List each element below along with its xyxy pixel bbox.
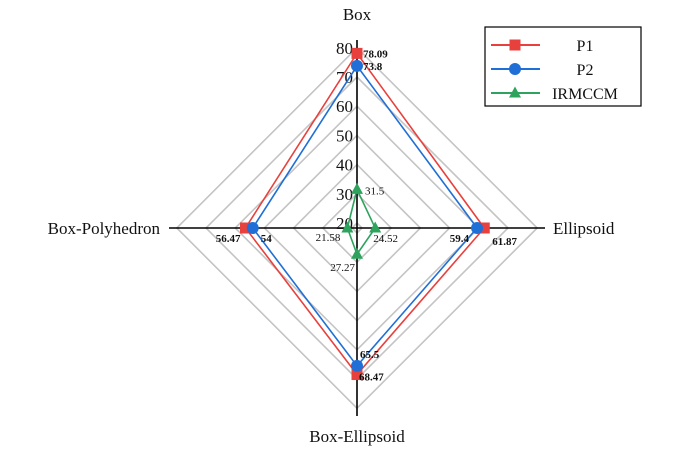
- data-label: 73.8: [363, 61, 383, 73]
- series-p1: [240, 47, 490, 381]
- data-label: 56.47: [216, 233, 241, 245]
- data-point-box-polyhedron: [240, 222, 252, 234]
- data-label: 59.4: [450, 233, 470, 245]
- tick-label: 30: [336, 185, 353, 204]
- data-point-box: [351, 59, 363, 72]
- data-point-box-ellipsoid: [351, 247, 363, 259]
- data-labels: 78.09 61.87 68.47 56.47 73.8 59.4 65.5 54 31.5 24…: [216, 48, 518, 383]
- legend-marker: [509, 63, 521, 75]
- data-label: 65.5: [360, 349, 380, 361]
- data-label: 24.52: [373, 233, 398, 245]
- tick-label: 80: [336, 39, 353, 58]
- data-label: 21.58: [316, 232, 341, 244]
- axis-title-ellipsoid: Ellipsoid: [553, 219, 615, 238]
- data-label: 31.5: [365, 185, 385, 197]
- tick-label: 60: [336, 97, 353, 116]
- data-point-ellipsoid: [369, 221, 382, 233]
- data-point-box-polyhedron: [246, 222, 259, 234]
- legend-label: IRMCCM: [552, 86, 618, 103]
- tick-label: 40: [336, 156, 353, 175]
- data-point-box-ellipsoid: [351, 359, 363, 372]
- data-point-box: [351, 47, 363, 59]
- axis-title-box: Box: [343, 5, 372, 24]
- data-point-box-ellipsoid: [351, 369, 363, 381]
- data-label: 78.09: [363, 48, 388, 60]
- legend-marker: [509, 86, 521, 98]
- data-point-box-polyhedron: [341, 221, 354, 233]
- legend-item-p1: P1: [491, 38, 593, 55]
- data-label: 61.87: [492, 236, 517, 248]
- legend-label: P2: [577, 62, 594, 79]
- axis-title-box-polyhedron: Box-Polyhedron: [48, 219, 161, 238]
- axis-title-box-ellipsoid: Box-Ellipsoid: [309, 427, 405, 446]
- legend-label: P1: [577, 38, 594, 55]
- data-label: 27.27: [330, 262, 355, 274]
- data-point-ellipsoid: [471, 222, 484, 234]
- data-label: 54: [261, 233, 273, 245]
- data-point-box: [351, 182, 363, 194]
- tick-label: 70: [336, 68, 353, 87]
- series-p2: [246, 59, 484, 372]
- legend-item-irmccm: IRMCCM: [491, 86, 618, 103]
- legend-marker: [509, 39, 521, 51]
- data-point-ellipsoid: [478, 222, 490, 234]
- data-series: [240, 47, 490, 381]
- data-label: 68.47: [359, 372, 384, 384]
- series-outline: [244, 51, 486, 376]
- series-irmccm: [341, 182, 382, 259]
- legend-item-p2: P2: [491, 62, 593, 79]
- tick-label: 50: [336, 126, 353, 145]
